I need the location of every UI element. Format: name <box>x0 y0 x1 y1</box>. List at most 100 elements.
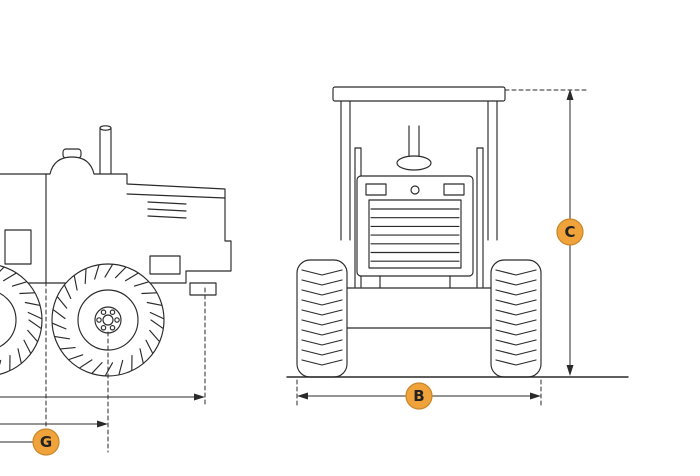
cab-window <box>4 229 32 265</box>
moldboard <box>329 287 513 329</box>
tread-line <box>118 359 124 375</box>
tread-line <box>68 354 84 361</box>
dim-badge-b: B <box>405 382 433 410</box>
tread-chevron <box>495 289 537 296</box>
tread-chevron <box>301 309 343 316</box>
tread-line <box>54 336 70 340</box>
tread-chevron <box>301 329 343 336</box>
tread-line <box>28 319 42 329</box>
tread-line <box>104 362 114 376</box>
axle-arrow-right <box>97 420 108 428</box>
tread-line <box>52 309 66 320</box>
dim-badge-c: C <box>556 218 584 246</box>
front-left-tire-tread <box>301 269 343 366</box>
rear-wheel <box>0 265 43 375</box>
side-view-drawing <box>0 125 232 377</box>
tread-line <box>64 284 72 300</box>
front-hub-center <box>102 314 114 326</box>
hub-bolt <box>100 325 107 331</box>
dim-label-b: B <box>413 387 424 405</box>
tread-chevron <box>301 319 343 326</box>
dim-c-arrow-up <box>566 89 574 100</box>
tread-chevron <box>301 269 343 276</box>
tread-line <box>56 296 68 309</box>
tread-line <box>84 268 87 285</box>
tread-chevron <box>301 289 343 296</box>
tread-line <box>79 359 93 369</box>
tread-line <box>133 281 149 287</box>
wheelbase-arrow-right <box>194 393 205 401</box>
exhaust-stack <box>99 127 112 177</box>
tread-chevron <box>495 269 537 276</box>
hub-bolt <box>109 325 116 331</box>
side-step-box <box>149 255 181 275</box>
tread-chevron <box>495 279 537 286</box>
tread-chevron <box>495 349 537 356</box>
steering-wheel <box>396 125 432 171</box>
rops-canopy <box>332 86 506 102</box>
tread-line <box>52 322 67 330</box>
rear-rim <box>0 292 17 348</box>
tread-chevron <box>495 329 537 336</box>
hood-latch <box>410 185 420 195</box>
tread-chevron <box>495 359 537 366</box>
tread-line <box>27 311 43 320</box>
tread-line <box>60 347 76 350</box>
tread-line <box>104 264 113 278</box>
tread-line <box>0 359 2 366</box>
hood-crease-line <box>126 193 226 199</box>
front-wheel-tread <box>52 264 165 376</box>
grille-bars <box>370 208 460 262</box>
front-grille <box>368 199 462 269</box>
tread-chevron <box>301 349 343 356</box>
dim-badge-c-circle <box>556 218 584 246</box>
tread-chevron <box>495 309 537 316</box>
right-headlight <box>443 183 465 196</box>
tread-line <box>24 301 41 306</box>
exhaust-cap <box>99 125 112 131</box>
steering-wheel-rim <box>396 155 432 171</box>
rops-posts <box>340 100 498 241</box>
front-right-tire-tread <box>495 269 537 366</box>
tread-line <box>19 292 35 295</box>
tread-chevron <box>495 319 537 326</box>
dim-badge-g: G <box>32 428 60 456</box>
hood-vent-slot <box>147 208 187 212</box>
dimension-annotations <box>0 89 589 453</box>
tread-chevron <box>495 299 537 306</box>
tread-chevron <box>301 279 343 286</box>
tread-line <box>91 362 103 374</box>
front-left-tire-outline <box>296 259 348 378</box>
dim-b-arrow-right <box>530 392 541 400</box>
tread-line <box>11 281 27 287</box>
hood-vent-slot <box>147 215 187 219</box>
tread-line <box>124 272 139 282</box>
tread-line <box>0 266 5 272</box>
front-right-tire-outline <box>490 259 542 378</box>
tread-line <box>2 272 17 282</box>
dimension-g-group <box>0 239 206 453</box>
tread-line <box>149 329 160 342</box>
tread-line <box>23 339 32 354</box>
blade-edge <box>189 282 217 296</box>
tread-line <box>139 348 144 364</box>
drawing-root: C B G <box>0 86 629 456</box>
tread-line <box>145 339 154 354</box>
front-right-tire <box>490 259 542 378</box>
left-headlight <box>365 183 387 196</box>
hub-bolt <box>114 317 120 323</box>
tread-line <box>17 348 22 364</box>
tread-chevron <box>495 339 537 346</box>
hub-bolt <box>96 317 102 323</box>
tread-line <box>73 275 78 291</box>
tread-line <box>94 264 100 280</box>
dim-c-arrow-down <box>566 365 574 376</box>
tread-line <box>114 266 127 279</box>
rear-wheel-tread <box>0 266 43 371</box>
dim-badge-b-circle <box>405 382 433 410</box>
hub-bolt <box>109 309 116 315</box>
tread-line <box>149 311 165 320</box>
dim-label-c: C <box>564 223 575 241</box>
